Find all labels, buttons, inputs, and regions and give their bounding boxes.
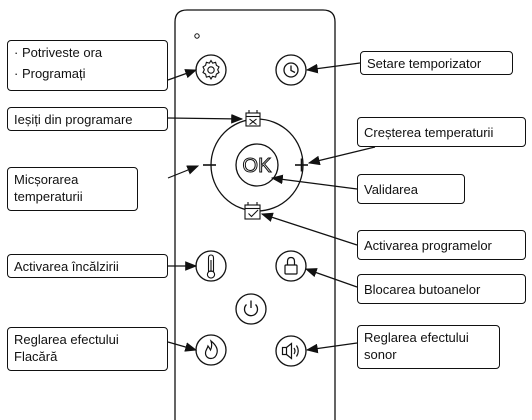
- sound-button[interactable]: [275, 335, 307, 367]
- decrease-button[interactable]: [198, 155, 222, 175]
- timer-button[interactable]: [275, 54, 307, 86]
- padlock-icon: [284, 256, 298, 275]
- callout-sound-effect: Reglarea efectului sonor: [357, 325, 500, 369]
- callout-flame-line-1: Reglarea efectului: [14, 332, 119, 347]
- callout-exit-program: Ieșiți din programare: [7, 107, 168, 131]
- callout-activate-heating: Activarea încălzirii: [7, 254, 168, 278]
- increase-button[interactable]: [290, 155, 314, 175]
- speaker-icon: [281, 342, 299, 360]
- callout-validate: Validarea: [357, 174, 465, 204]
- gear-icon: [202, 59, 220, 80]
- callout-clock-program: · Potriveste ora · Programați: [7, 40, 168, 91]
- callout-sound-line-1: Reglarea efectului: [364, 330, 469, 345]
- callout-lock-buttons: Blocarea butoanelor: [357, 274, 526, 304]
- leader-lines: [167, 62, 376, 354]
- settings-button[interactable]: [195, 54, 227, 86]
- ir-led-indicator: [194, 33, 200, 39]
- callout-increase-temp: Creșterea temperaturii: [357, 117, 526, 147]
- callout-decrease-temp: Micșorarea temperaturii: [7, 167, 138, 211]
- callout-set-timer: Setare temporizator: [360, 51, 513, 75]
- power-button[interactable]: [235, 293, 267, 325]
- callout-lock-buttons-text: Blocarea butoanelor: [364, 282, 481, 297]
- calendar-check-icon: [244, 202, 261, 220]
- callout-increase-temp-text: Creșterea temperaturii: [364, 125, 494, 140]
- callout-decrease-line-2: temperaturii: [14, 189, 83, 204]
- callout-activate-programs-text: Activarea programelor: [364, 238, 492, 253]
- exit-program-button[interactable]: [245, 110, 261, 127]
- ok-button[interactable]: OK: [235, 143, 279, 187]
- lock-button[interactable]: [275, 250, 307, 282]
- callout-activate-programs: Activarea programelor: [357, 230, 526, 260]
- callout-activate-heating-text: Activarea încălzirii: [14, 259, 119, 274]
- flame-icon: [204, 339, 218, 360]
- callout-clock-line-2: · Programați: [14, 66, 86, 81]
- calendar-x-icon: [245, 110, 261, 127]
- callout-exit-program-text: Ieșiți din programare: [14, 112, 133, 127]
- ok-label: OK: [243, 155, 273, 177]
- flame-button[interactable]: [195, 334, 227, 366]
- callout-sound-line-2: sonor: [364, 347, 397, 362]
- activate-program-button[interactable]: [244, 202, 261, 220]
- power-icon: [243, 300, 259, 317]
- thermometer-icon: [206, 254, 216, 279]
- callout-flame-line-2: Flacără: [14, 349, 58, 364]
- callout-decrease-line-1: Micșorarea: [14, 172, 79, 187]
- callout-flame-effect: Reglarea efectului Flacără: [7, 327, 168, 371]
- callout-clock-line-1: · Potriveste ora: [14, 45, 103, 60]
- clock-icon: [283, 62, 299, 78]
- callout-set-timer-text: Setare temporizator: [367, 56, 482, 71]
- plus-icon: [295, 158, 308, 172]
- callout-validate-text: Validarea: [364, 182, 418, 197]
- heating-button[interactable]: [195, 250, 227, 282]
